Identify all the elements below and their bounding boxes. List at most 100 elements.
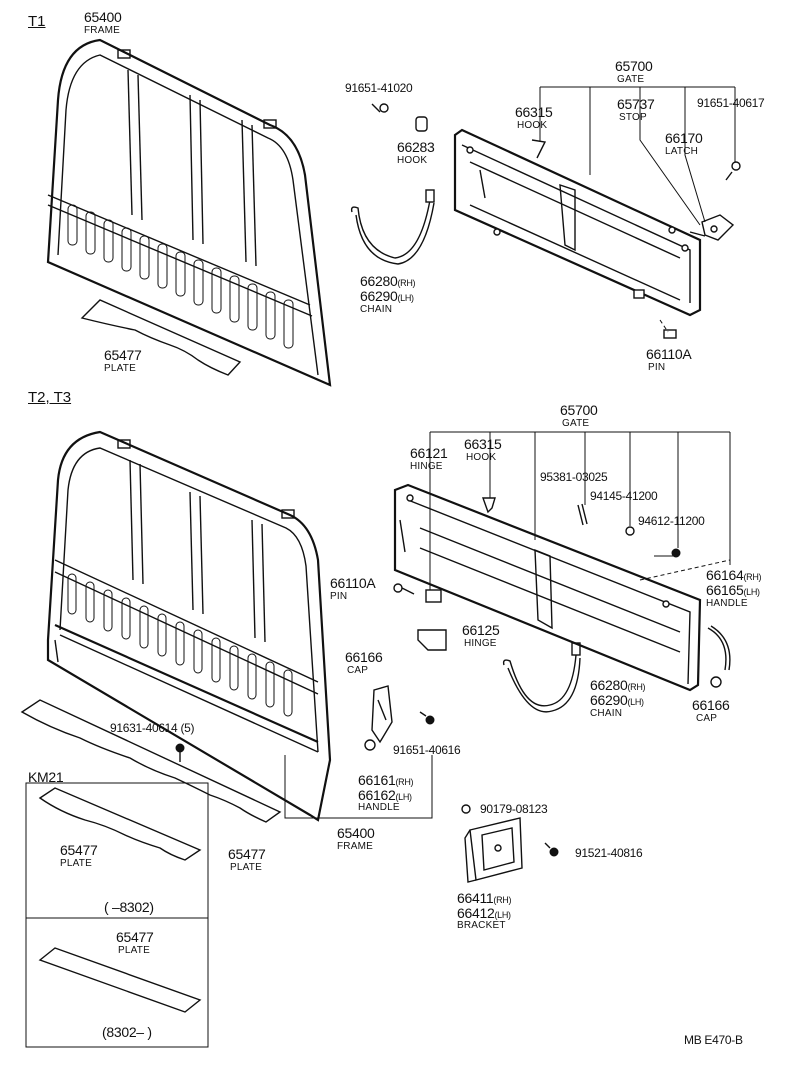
t2-chain-lh-number: 66290: [590, 692, 628, 708]
km-plate1-range: ( –8302): [104, 899, 154, 915]
km-plate1-desc: PLATE: [60, 858, 92, 869]
t1-bolt2-drawing: [725, 161, 741, 181]
t2-cap-l-desc: CAP: [347, 665, 369, 676]
t2-gate-drawing: [393, 483, 702, 692]
t1-bolt-drawing: [371, 103, 389, 113]
t2-plate-drawing: [20, 699, 282, 823]
t2-handle-r-rh: 66164(RH): [706, 567, 762, 583]
km-plate2-number: 65477: [116, 929, 154, 945]
t1-gate-number: 65700: [615, 58, 653, 74]
t2-handle-r-desc: HANDLE: [706, 598, 748, 609]
t2-bolt91651-drawing: [419, 711, 435, 725]
t1-plate-number: 65477: [104, 347, 142, 363]
t2-pin-drawing: [393, 583, 415, 595]
t1-pin-drawing: [659, 319, 677, 339]
t2-plate-number: 65477: [228, 846, 266, 862]
section-t2t3-label: T2, T3: [28, 389, 72, 406]
t2-cap-r-desc: CAP: [696, 713, 718, 724]
t2-bracket-drawing: [464, 817, 523, 883]
t1-chain-lh-suffix: (LH): [397, 293, 414, 303]
t2-hinge66121-desc: HINGE: [410, 461, 443, 472]
t1-hook66283-drawing: [415, 116, 428, 132]
t2-plate-desc: PLATE: [230, 862, 262, 873]
t2-cap-r-number: 66166: [692, 697, 730, 713]
t2-handle-l-lh: 66162(LH): [358, 788, 412, 802]
t2-p94612-drawing: [671, 548, 681, 558]
t2-hinge66121-drawing: [425, 589, 442, 603]
t2-handle-l-lh-number: 66162: [358, 787, 396, 803]
t2-p94145-number: 94145-41200: [590, 489, 658, 503]
t2-p94612-number: 94612-11200: [638, 514, 705, 528]
t2-chain-rh: 66280(RH): [590, 677, 646, 693]
t2-bracket-rh-suffix: (RH): [493, 895, 512, 905]
t2-handle-l-rh: 66161(RH): [358, 772, 414, 788]
t1-chain-lh: 66290(LH): [360, 289, 414, 303]
t2-frame-drawing: [46, 430, 332, 822]
t1-latch-desc: LATCH: [665, 146, 699, 157]
t2-bracket-rh-number: 66411: [457, 890, 494, 906]
t2-handle-right-drawing: [707, 625, 731, 671]
t1-frame-number: 65400: [84, 9, 122, 25]
t2-hook66315-drawing: [482, 497, 496, 514]
t2-p94145-drawing: [625, 526, 635, 536]
t2-chain-rh-number: 66280: [590, 677, 628, 693]
t2-hook66315-number: 66315: [464, 436, 502, 452]
t2-handle-l-rh-number: 66161: [358, 772, 396, 788]
t2-chain-drawing: [502, 642, 581, 713]
diagram-code: MB E470-B: [684, 1033, 743, 1047]
t1-latch-number: 66170: [665, 130, 703, 146]
t1-latch-drawing: [689, 214, 735, 241]
t1-stop-desc: STOP: [619, 112, 647, 123]
t1-gate-desc: GATE: [617, 74, 645, 85]
t1-hook66283-desc: HOOK: [397, 155, 428, 166]
t2-hook66315-desc: HOOK: [466, 452, 497, 463]
t1-chain-desc: CHAIN: [360, 304, 393, 315]
t1-chain-rh-number: 66280: [360, 273, 398, 289]
t1-hook66283-number: 66283: [397, 139, 435, 155]
t1-frame-desc: FRAME: [84, 25, 120, 36]
section-km21-label: KM21: [28, 769, 64, 785]
t1-stop-number: 65737: [617, 96, 655, 112]
t2-handle-l-rh-suffix: (RH): [395, 777, 414, 787]
t1-hook66315-drawing: [531, 139, 547, 159]
t2-p90179-drawing: [461, 804, 471, 814]
t2-cap-left-drawing: [364, 739, 376, 751]
t2-hinge66125-number: 66125: [462, 622, 500, 638]
t1-pin-desc: PIN: [648, 362, 666, 373]
t1-gate-leaders: [539, 86, 736, 226]
t1-bolt-number: 91651-41020: [345, 81, 413, 95]
t2-p91521-drawing: [544, 842, 559, 857]
t2-handle-r-rh-suffix: (RH): [743, 572, 762, 582]
t2-handle-r-lh: 66165(LH): [706, 583, 760, 597]
t2-bracket-lh-number: 66412: [457, 905, 495, 921]
t2-handle-r-rh-number: 66164: [706, 567, 744, 583]
t2-frame-number: 65400: [337, 825, 375, 841]
t2-chain-lh-suffix: (LH): [627, 697, 644, 707]
section-t1-label: T1: [28, 13, 46, 30]
t2-frame-desc: FRAME: [337, 841, 373, 852]
t2-p91521-number: 91521-40816: [575, 846, 643, 860]
t1-hook66315-number: 66315: [515, 104, 553, 120]
t2-hinge66125-drawing: [417, 629, 447, 651]
t1-gate-drawing: [453, 128, 702, 317]
t1-hook66315-desc: HOOK: [517, 120, 548, 131]
t2-chain-rh-suffix: (RH): [627, 682, 646, 692]
t2-handle-r-lh-number: 66165: [706, 582, 744, 598]
t1-pin-number: 66110A: [646, 346, 692, 362]
t1-chain-rh: 66280(RH): [360, 273, 416, 289]
t2-cap-l-number: 66166: [345, 649, 383, 665]
t2-handle-left-drawing: [371, 685, 393, 744]
t2-chain-desc: CHAIN: [590, 708, 623, 719]
t1-chain-lh-number: 66290: [360, 288, 398, 304]
t2-cap-right-drawing: [710, 676, 722, 688]
t1-plate-desc: PLATE: [104, 363, 136, 374]
km21-box: [25, 782, 209, 1048]
t2-p95381-drawing: [577, 503, 588, 526]
t2-bracket-lh: 66412(LH): [457, 906, 511, 920]
t2-gate-leaders: [429, 431, 731, 590]
t2-bracket-desc: BRACKET: [457, 920, 506, 931]
t2-p95381-number: 95381-03025: [540, 470, 608, 484]
t1-frame-drawing: [46, 38, 332, 387]
t2-chain-lh: 66290(LH): [590, 693, 644, 707]
